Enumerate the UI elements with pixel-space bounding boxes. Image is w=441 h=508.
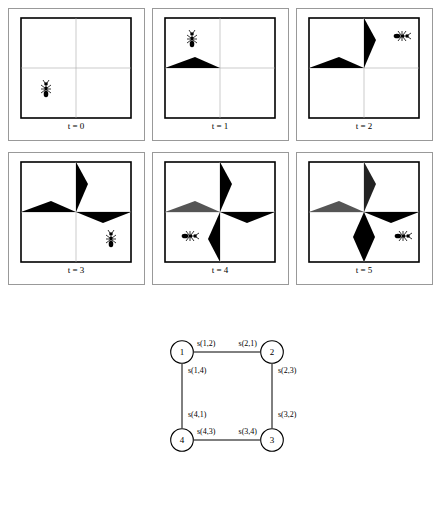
time-panel-part-part xyxy=(187,30,197,47)
time-caption: t = 4 xyxy=(211,266,230,276)
node-number: 3 xyxy=(270,436,275,445)
time-panel-part-part xyxy=(364,212,419,223)
time-panel-part-part xyxy=(106,230,116,247)
time-panel-part-part xyxy=(165,201,220,212)
time-caption: t = 0 xyxy=(67,122,86,132)
time-caption: t = 2 xyxy=(355,122,374,132)
node-number: 1 xyxy=(180,348,185,357)
time-panel-part xyxy=(9,9,145,141)
time-caption: t = 3 xyxy=(67,266,86,276)
state-label: s(1,4) xyxy=(187,367,207,376)
time-panel xyxy=(297,9,433,141)
time-panel-part-part xyxy=(21,201,76,212)
time-panel-part xyxy=(9,153,145,285)
time-panel xyxy=(9,9,145,141)
state-label: s(1,2) xyxy=(196,340,216,349)
state-circle: 4 xyxy=(170,428,194,452)
graph-link xyxy=(194,440,260,441)
time-panel-part-part xyxy=(165,57,220,68)
time-panel-part xyxy=(153,9,289,141)
time-panel-part-part xyxy=(364,18,376,68)
time-panel xyxy=(153,9,289,141)
time-panel-part xyxy=(21,162,131,247)
time-panel-part-part xyxy=(220,162,232,212)
state-circle: 3 xyxy=(260,428,284,452)
time-panel-part-part xyxy=(220,212,275,223)
time-caption: t = 5 xyxy=(355,266,374,276)
time-panel-part xyxy=(309,162,419,262)
graph-link xyxy=(194,352,260,353)
graph-link xyxy=(182,364,183,428)
time-panel-part xyxy=(297,153,433,285)
time-panel-part-part xyxy=(394,31,411,41)
node-number: 4 xyxy=(180,436,185,445)
state-label: s(3,4) xyxy=(238,428,258,437)
time-panel-part xyxy=(41,80,51,97)
state-circle: 1 xyxy=(170,340,194,364)
time-panel-part xyxy=(165,162,275,262)
node-number: 2 xyxy=(270,348,275,357)
time-panel xyxy=(297,153,433,285)
time-panel-part-part xyxy=(353,212,375,262)
time-panel xyxy=(9,153,145,285)
time-panel-part xyxy=(165,30,220,68)
graph-link xyxy=(272,364,273,428)
time-panel-part-part xyxy=(76,162,88,212)
state-label: s(2,3) xyxy=(277,367,297,376)
time-panel-part xyxy=(297,9,433,141)
time-panel-part-part xyxy=(41,80,51,97)
state-label: s(4,3) xyxy=(196,428,216,437)
time-panel-part-part xyxy=(364,162,376,212)
state-label: s(4,1) xyxy=(187,411,207,420)
time-panel-part-part xyxy=(76,212,131,223)
time-panel-part-part xyxy=(309,57,364,68)
time-panel-part-part xyxy=(208,212,220,262)
time-caption: t = 1 xyxy=(211,122,230,132)
time-panel xyxy=(153,153,289,285)
state-label: s(2,1) xyxy=(238,340,258,349)
state-circle: 2 xyxy=(260,340,284,364)
time-panel-part-part xyxy=(395,231,412,241)
time-panel-part-part xyxy=(309,201,364,212)
time-panel-part-part xyxy=(182,231,199,241)
state-label: s(3,2) xyxy=(277,411,297,420)
time-panel-part xyxy=(309,18,411,68)
time-panel-part xyxy=(153,153,289,285)
